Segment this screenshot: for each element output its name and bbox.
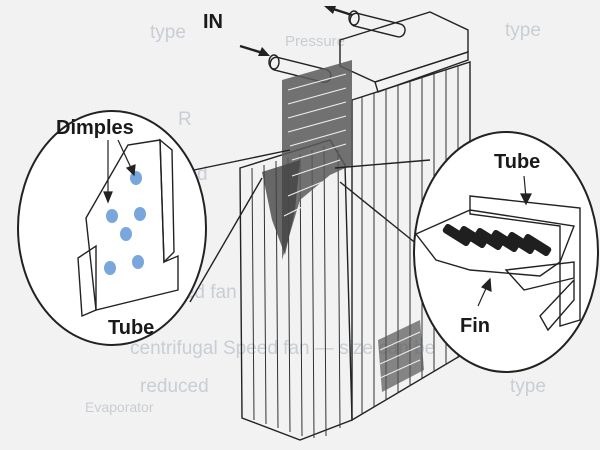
tube-label-right: Tube xyxy=(494,151,540,173)
left-callout-circle xyxy=(17,110,207,346)
cutaway-hatch xyxy=(283,73,421,379)
out-arrow-icon xyxy=(324,6,336,14)
bg-reduced: reduced xyxy=(140,376,209,397)
dimple-5 xyxy=(104,261,116,275)
right-callout-circle xyxy=(413,131,599,373)
in-label: IN xyxy=(203,11,223,33)
dimple-leaders xyxy=(103,139,136,204)
dimple-6 xyxy=(132,255,144,269)
fin-label: Fin xyxy=(460,315,490,337)
in-arrow-icon xyxy=(258,47,270,56)
bg-type-3: type xyxy=(510,376,546,397)
bg-type-2: type xyxy=(505,20,541,41)
right-magnified-view: Tube Fin xyxy=(413,131,599,373)
fin-slots xyxy=(442,223,552,257)
dimple-4 xyxy=(120,227,132,241)
bg-pressure: Pressure xyxy=(285,33,345,50)
bg-centrifugal: centrifugal Speed fan — size can be xyxy=(130,338,435,359)
bg-evaporator: Evaporator xyxy=(85,399,154,415)
flow-arrows xyxy=(239,6,353,56)
tube-label-left: Tube xyxy=(108,317,154,339)
left-callout-connectors xyxy=(189,149,291,303)
fin-section xyxy=(414,209,575,277)
dimples-label: Dimples xyxy=(56,117,134,139)
heater-core xyxy=(239,10,471,441)
top-tank xyxy=(339,11,469,83)
right-leaders xyxy=(477,175,532,307)
dimpled-tube-plate xyxy=(85,139,179,311)
outlet-pipe xyxy=(348,10,406,38)
tube-section xyxy=(469,195,581,327)
bg-r: R xyxy=(178,109,192,130)
bg-type-1: type xyxy=(150,22,186,43)
left-magnified-view: Dimples Tube xyxy=(17,110,207,346)
dimple-3 xyxy=(134,207,146,221)
dimple-2 xyxy=(106,209,118,223)
right-callout-connectors xyxy=(334,159,431,246)
top-tank-side xyxy=(374,51,469,93)
